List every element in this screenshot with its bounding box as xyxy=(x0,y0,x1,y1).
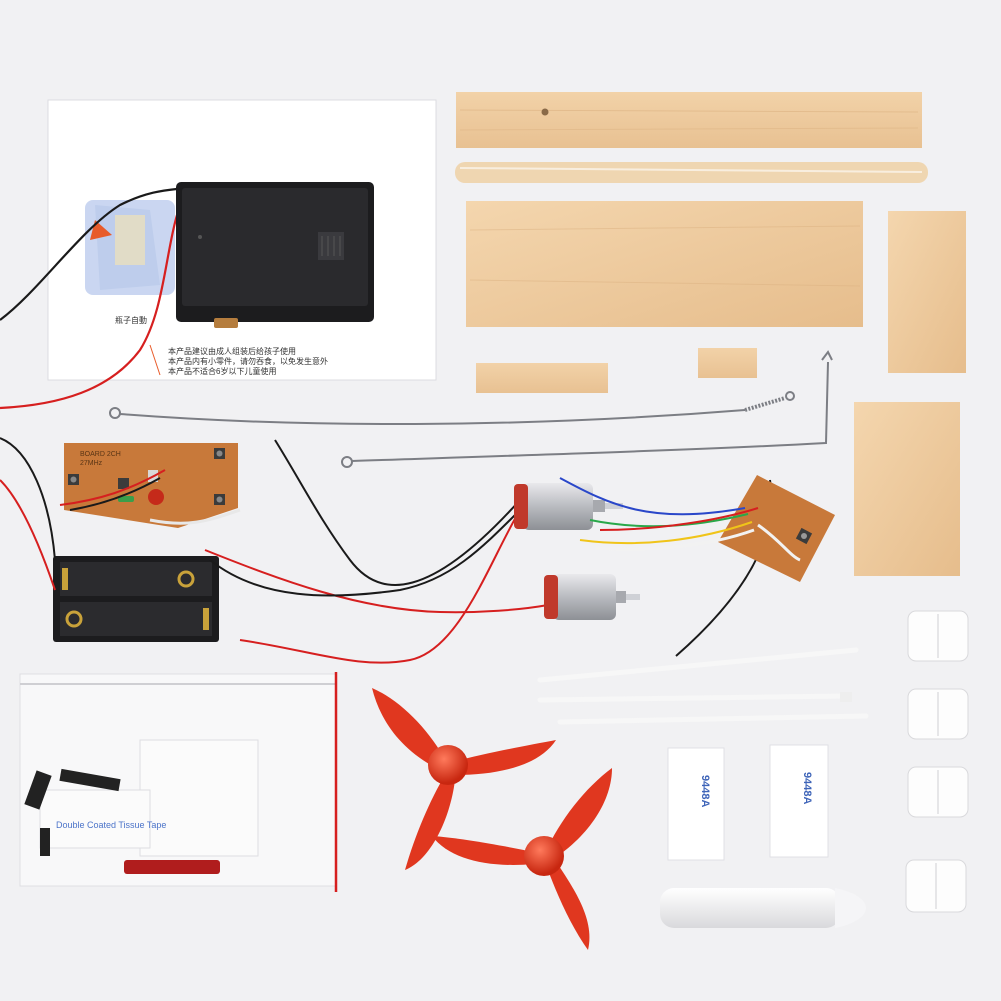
tape-code-1: 9448A xyxy=(699,775,711,807)
board-label: BOARD 2CH xyxy=(80,451,121,458)
receiver-wires xyxy=(559,477,801,562)
tape-code-2: 9448A xyxy=(801,772,813,804)
tape-piece-2: 9448A xyxy=(769,744,829,858)
manual-line-2: 本产品内有小零件，请勿吞食，以免发生意外 xyxy=(168,356,328,366)
motor-1 xyxy=(514,483,623,530)
wood-board-square xyxy=(854,402,960,576)
motor-2 xyxy=(544,574,640,620)
wood-board-small-tall xyxy=(888,211,966,373)
manual-line-3: 本产品不适合6岁以下儿童使用 xyxy=(168,366,276,376)
receiver-pcb xyxy=(718,475,835,582)
terminal-screws xyxy=(935,614,939,909)
bag-tape-text: Double Coated Tissue Tape xyxy=(56,820,166,830)
open-battery-holder xyxy=(53,556,219,642)
ziplock-bag: Double Coated Tissue Tape xyxy=(19,673,337,887)
propeller-1 xyxy=(372,688,556,870)
wood-dowel xyxy=(455,162,928,183)
zip-ties xyxy=(537,647,869,725)
black-wire xyxy=(0,186,186,321)
manual-line-1: 本产品建议由成人组装后给孩子使用 xyxy=(168,346,296,356)
kit-wires xyxy=(0,437,773,664)
manual-caption: 瓶子自動 xyxy=(115,315,147,325)
wood-block-short xyxy=(698,348,757,378)
plastic-tube xyxy=(660,888,866,928)
zip-tie-head xyxy=(840,692,852,702)
wood-strip-top xyxy=(456,92,922,148)
spring-wire xyxy=(109,391,795,426)
red-wire xyxy=(0,204,182,410)
wood-block-long xyxy=(476,363,608,393)
propeller-2 xyxy=(432,768,612,950)
board-freq: 27MHz xyxy=(80,460,103,467)
rudder-wire xyxy=(341,350,833,468)
wood-board-large xyxy=(466,201,863,327)
closed-battery-box xyxy=(176,182,374,322)
small-screw xyxy=(214,318,238,328)
tape-piece-1: 9448A xyxy=(667,747,725,861)
